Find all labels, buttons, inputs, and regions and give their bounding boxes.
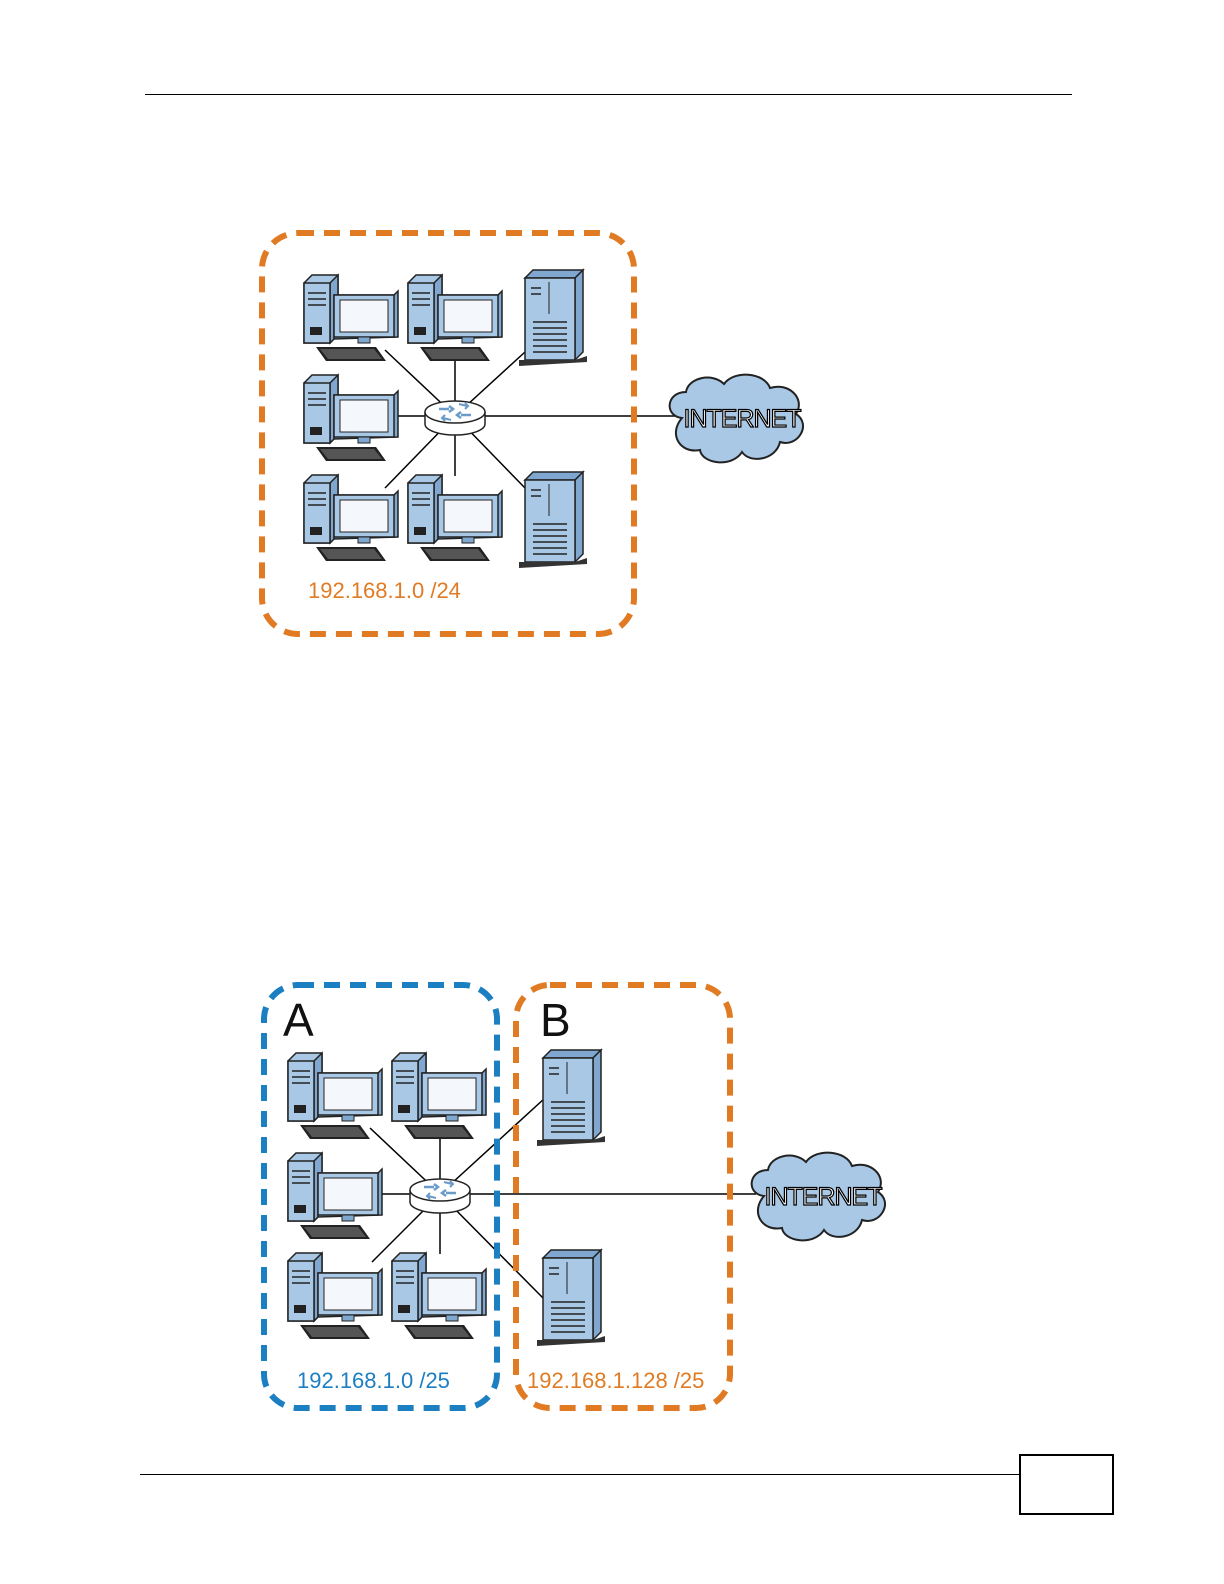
zone-a-letter: A	[283, 994, 314, 1046]
pc-icon	[408, 475, 502, 561]
server-icon	[537, 1050, 605, 1146]
pc-icon	[304, 275, 398, 361]
pc-icon	[288, 1053, 382, 1139]
internet-label: INTERNET	[765, 1183, 883, 1211]
pc-icon	[304, 375, 398, 461]
subnet-label: 192.168.1.0 /24	[308, 578, 461, 603]
internet-label: INTERNET	[684, 405, 802, 433]
pc-icon	[408, 275, 502, 361]
router-icon	[410, 1179, 470, 1213]
server-icon	[519, 472, 587, 568]
router-icon	[425, 401, 485, 435]
pc-icon	[392, 1253, 486, 1339]
figure-1: INTERNET 192.168.1.0 /24	[262, 233, 803, 634]
footer-rule	[140, 1474, 1019, 1475]
subnet-b-label: 192.168.1.128 /25	[527, 1368, 704, 1393]
pc-icon	[304, 475, 398, 561]
zone-b-letter: B	[540, 994, 571, 1046]
figure-2: A B INTERNET 192.168.1.0 /25 192.168.1.1…	[264, 985, 885, 1408]
pc-icon	[288, 1153, 382, 1239]
page-number-box	[1019, 1454, 1114, 1515]
pc-icon	[288, 1253, 382, 1339]
subnet-a-label: 192.168.1.0 /25	[297, 1368, 450, 1393]
pc-icon	[392, 1053, 486, 1139]
server-icon	[537, 1250, 605, 1346]
server-icon	[519, 270, 587, 366]
